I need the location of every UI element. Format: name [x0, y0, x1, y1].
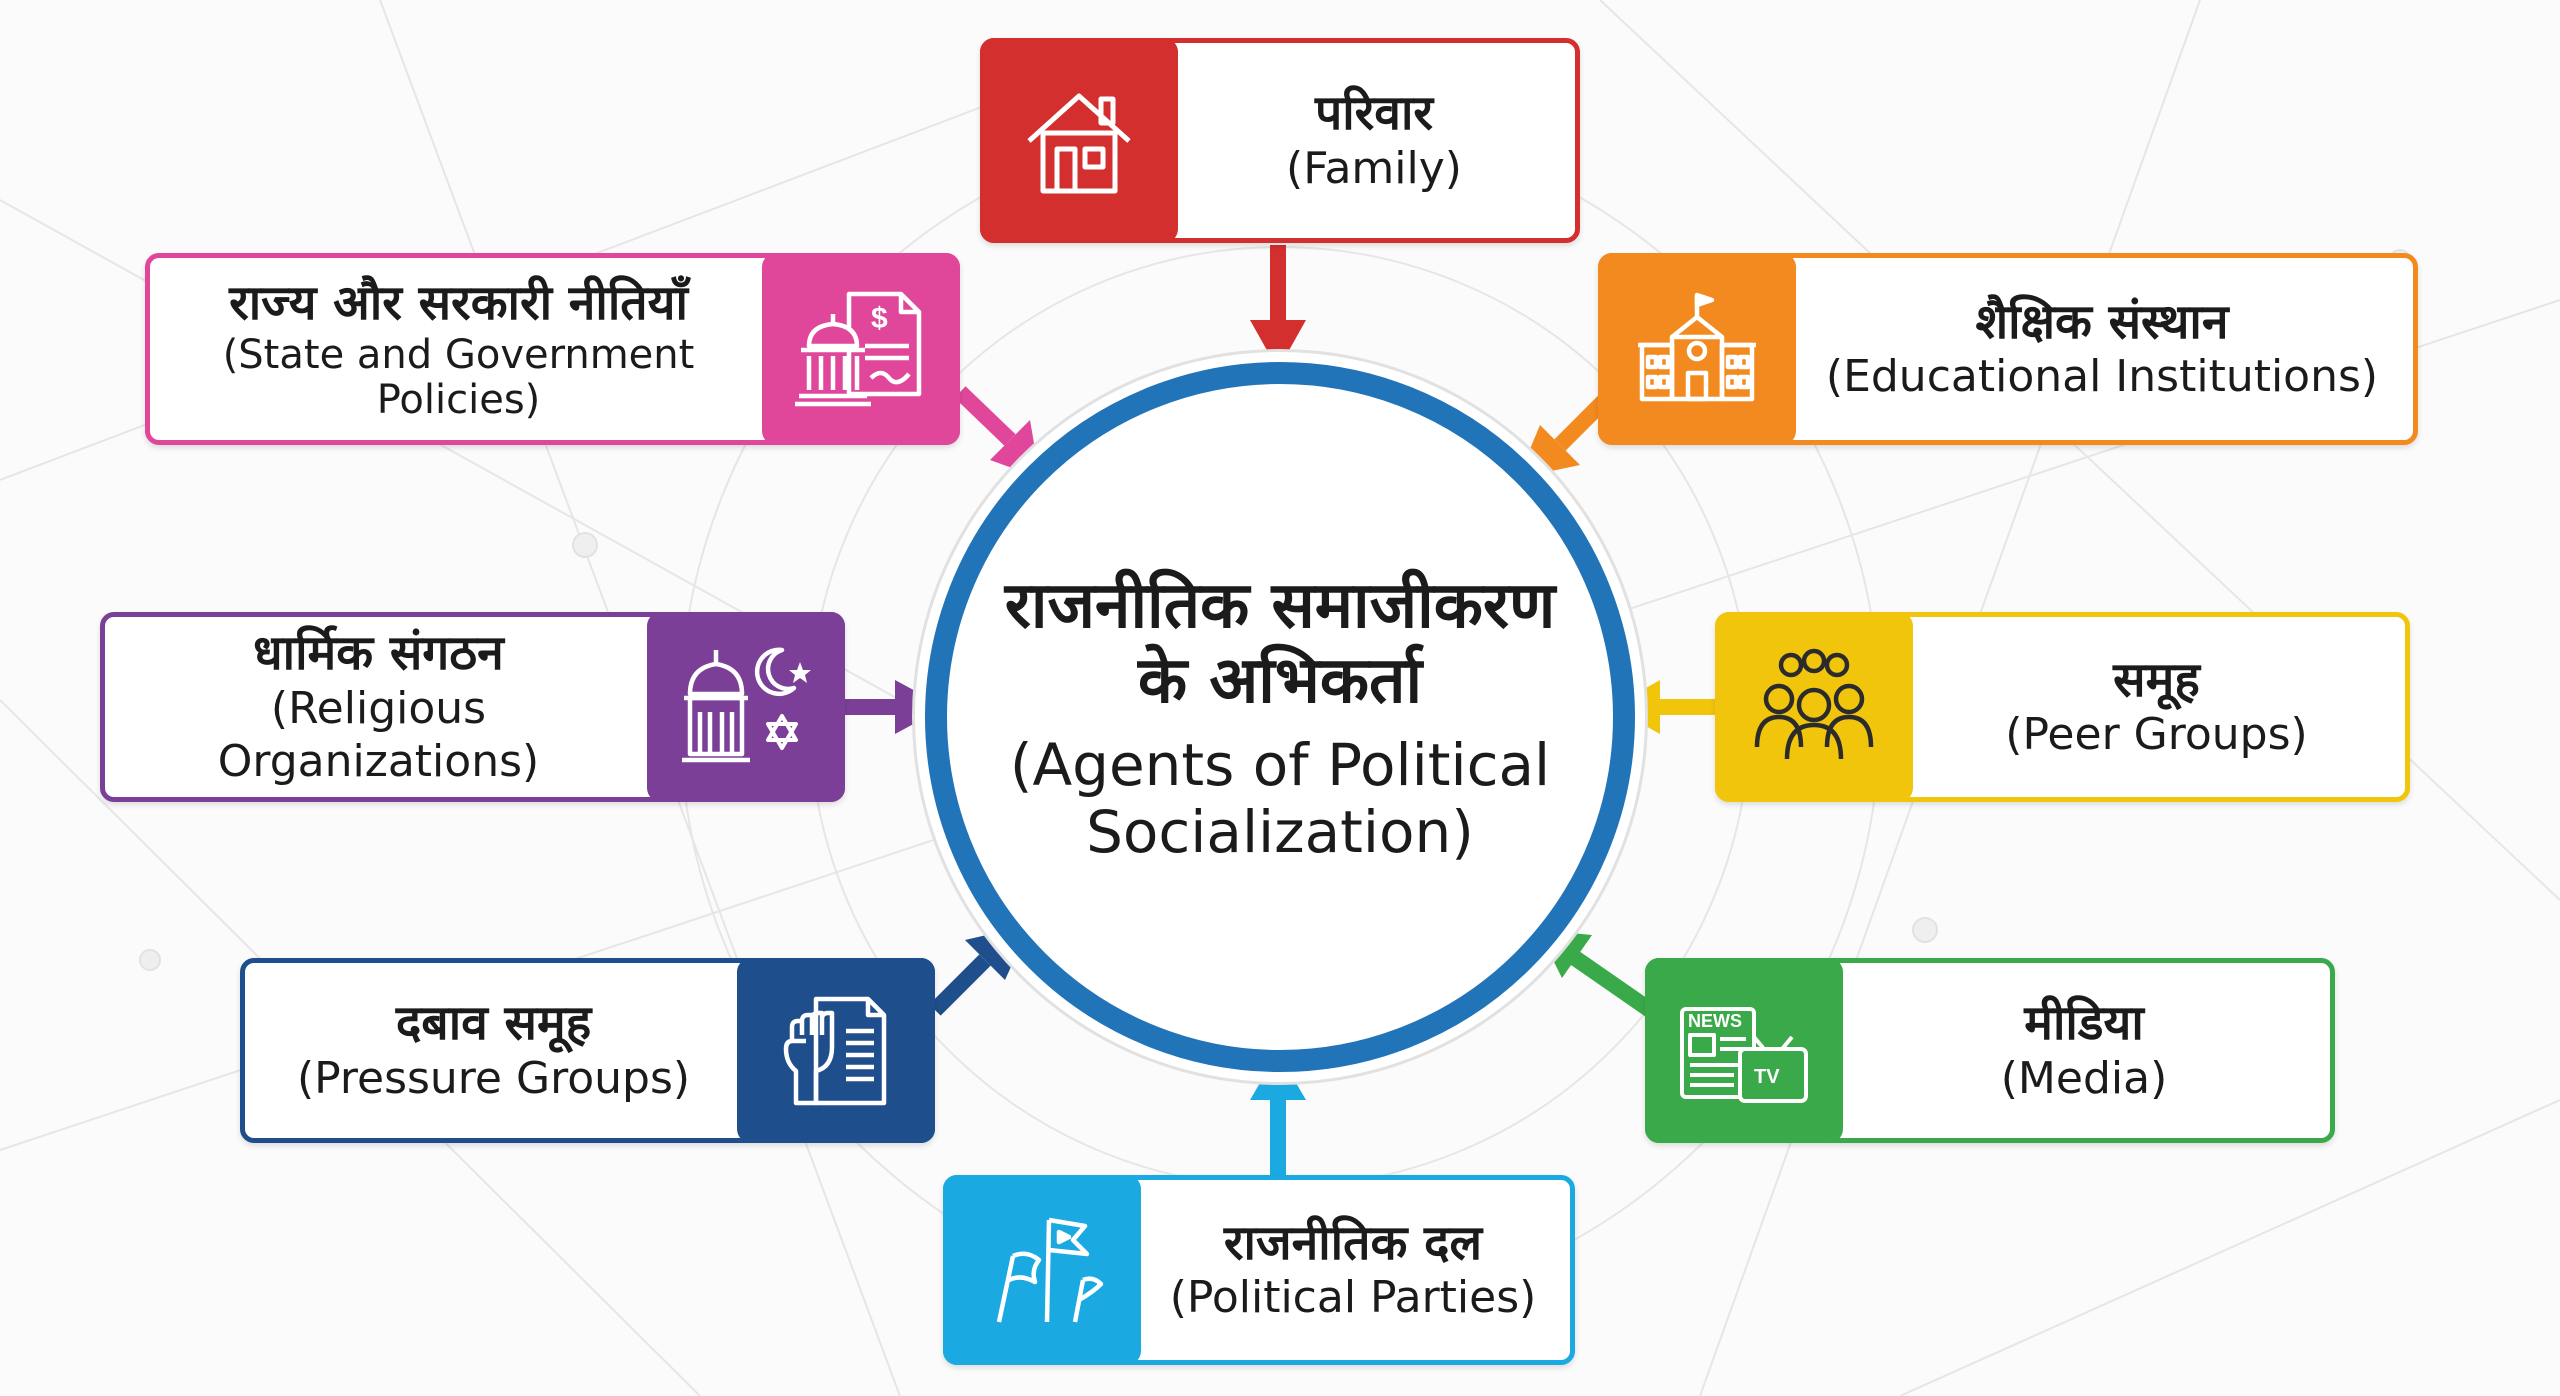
- agent-card-political-parties: राजनीतिक दल (Political Parties): [943, 1175, 1575, 1365]
- school-building-icon: [1598, 253, 1796, 445]
- center-title-hindi: राजनीतिक समाजीकरण के अभिकर्ता: [1004, 568, 1556, 719]
- agent-hindi-label: राज्य और सरकारी नीतियाँ: [229, 275, 688, 332]
- agent-english-label: (Educational Institutions): [1825, 351, 2379, 403]
- arrow-head-parties: [1250, 1052, 1306, 1100]
- arrow-state: [954, 386, 1016, 446]
- agent-card-state-government-policies: $ राज्य और सरकारी नीतियाँ (State and Gov…: [145, 253, 960, 445]
- agent-english-label: (Family): [1286, 142, 1462, 194]
- arrow-head-religious: [895, 680, 945, 734]
- agent-english-label: (Pressure Groups): [296, 1052, 691, 1104]
- agent-hindi-label: शैक्षिक संस्थान: [1975, 293, 2229, 350]
- central-circle: राजनीतिक समाजीकरण के अभिकर्ता (Agents of…: [925, 362, 1635, 1072]
- agent-hindi-label: परिवार: [1314, 85, 1434, 142]
- agent-card-pressure-groups: दबाव समूह (Pressure Groups): [240, 958, 935, 1143]
- svg-text:TV: TV: [1754, 1066, 1780, 1088]
- arrow-pressure: [929, 954, 991, 1016]
- religion-symbols-icon: [647, 612, 845, 802]
- arrow-media: [1570, 951, 1655, 1017]
- news-tv-icon: NEWS TV: [1645, 958, 1843, 1143]
- agent-card-peer-groups: समूह (Peer Groups): [1715, 612, 2410, 802]
- fist-document-icon: [737, 958, 935, 1143]
- arrow-head-peer: [1612, 680, 1660, 734]
- agent-hindi-label: दबाव समूह: [395, 995, 592, 1052]
- agent-card-education: शैक्षिक संस्थान (Educational Institution…: [1598, 253, 2418, 445]
- agent-card-religious-organizations: धार्मिक संगठन (Religious Organizations): [100, 612, 845, 802]
- house-icon: [980, 38, 1178, 243]
- svg-text:$: $: [871, 302, 888, 335]
- agent-hindi-label: समूह: [2113, 651, 2200, 708]
- arrow-head-education: [1518, 425, 1580, 478]
- agent-english-label: (State and Government Policies): [222, 332, 695, 423]
- agent-card-media: NEWS TV मीडिया (Media): [1645, 958, 2335, 1143]
- svg-text:NEWS: NEWS: [1688, 1011, 1742, 1031]
- agent-english-label: (Peer Groups): [2005, 709, 2308, 761]
- agent-english-label: (Political Parties): [1169, 1272, 1537, 1324]
- agent-hindi-label: राजनीतिक दल: [1223, 1214, 1483, 1271]
- people-group-icon: [1715, 612, 1913, 802]
- agent-card-family: परिवार (Family): [980, 38, 1580, 243]
- flags-icon: [943, 1175, 1141, 1365]
- agent-english-label: (Media): [2000, 1052, 2168, 1104]
- agent-hindi-label: धार्मिक संगठन: [253, 625, 504, 682]
- center-title-english: (Agents of Political Socialization): [1009, 730, 1551, 866]
- agent-english-label: (Religious Organizations): [217, 683, 540, 787]
- arrow-head-family: [1250, 320, 1306, 370]
- arrow-head-state: [990, 420, 1040, 478]
- agent-hindi-label: मीडिया: [2024, 995, 2144, 1052]
- government-policy-icon: $: [762, 253, 960, 445]
